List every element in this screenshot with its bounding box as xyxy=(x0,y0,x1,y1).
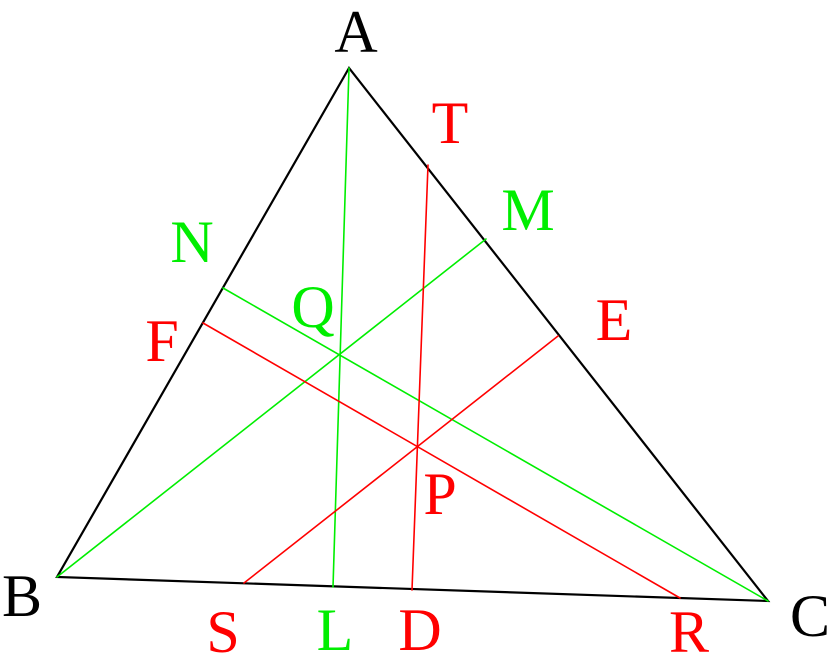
label-point-q: Q xyxy=(291,274,334,340)
label-point-s: S xyxy=(206,599,239,656)
label-point-l: L xyxy=(317,597,354,656)
segment-es xyxy=(243,335,559,584)
segment-td xyxy=(411,164,429,591)
segment-fr xyxy=(202,322,681,599)
label-point-f: F xyxy=(145,308,178,374)
segment-bm xyxy=(56,238,487,578)
label-point-n: N xyxy=(170,209,213,275)
label-point-t: T xyxy=(432,90,469,156)
label-vertex-b: B xyxy=(2,563,42,629)
segment-cn xyxy=(222,287,769,602)
label-point-r: R xyxy=(669,599,709,656)
label-vertex-a: A xyxy=(334,0,377,65)
label-point-e: E xyxy=(596,287,633,353)
segment-al xyxy=(332,67,350,588)
label-vertex-c: C xyxy=(790,583,830,649)
label-point-m: M xyxy=(501,177,554,243)
label-point-d: D xyxy=(398,597,441,656)
label-point-p: P xyxy=(423,461,456,527)
